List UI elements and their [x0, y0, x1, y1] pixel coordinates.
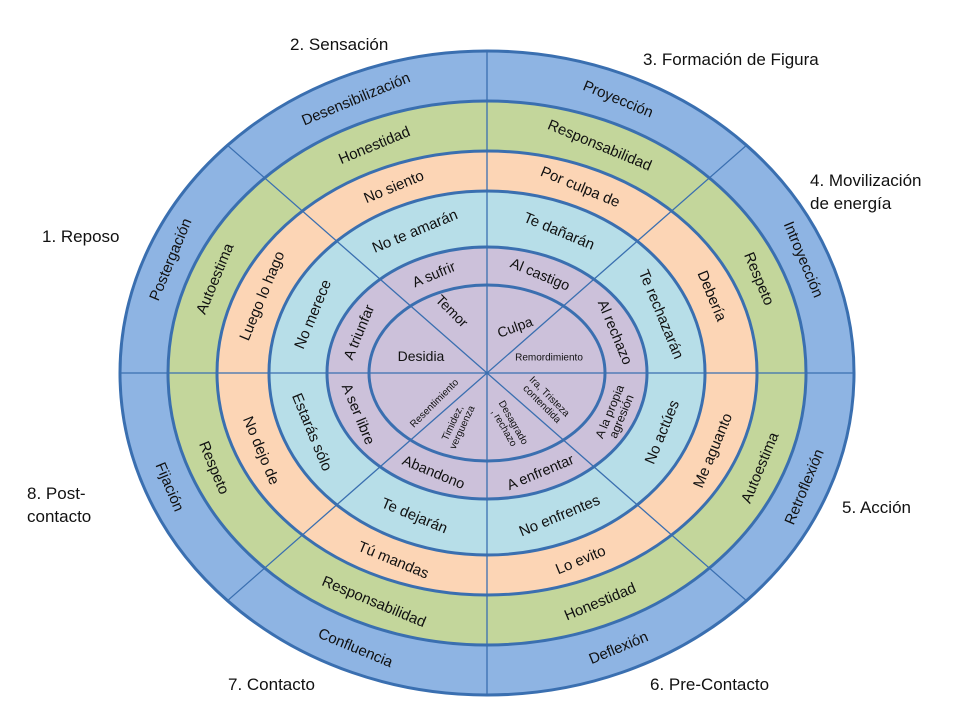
stage-label-5: 5. Acción [842, 498, 911, 517]
core-label-desidia: Desidia [398, 348, 445, 364]
stage-label-4: 4. Movilización de energía [810, 171, 922, 213]
core-label-remordimiento: Remordimiento [515, 353, 583, 364]
stage-label-2: 2. Sensación [290, 35, 389, 54]
stage-label-7: 7. Contacto [228, 675, 315, 694]
sector-dividers [120, 51, 854, 695]
stage-label-3: 3. Formación de Figura [643, 50, 819, 69]
stage-label-8: 8. Post- contacto [27, 484, 92, 526]
stage-label-6: 6. Pre-Contacto [650, 675, 770, 694]
stage-label-1: 1. Reposo [42, 227, 120, 246]
divider-diagonal-b [227, 144, 747, 602]
